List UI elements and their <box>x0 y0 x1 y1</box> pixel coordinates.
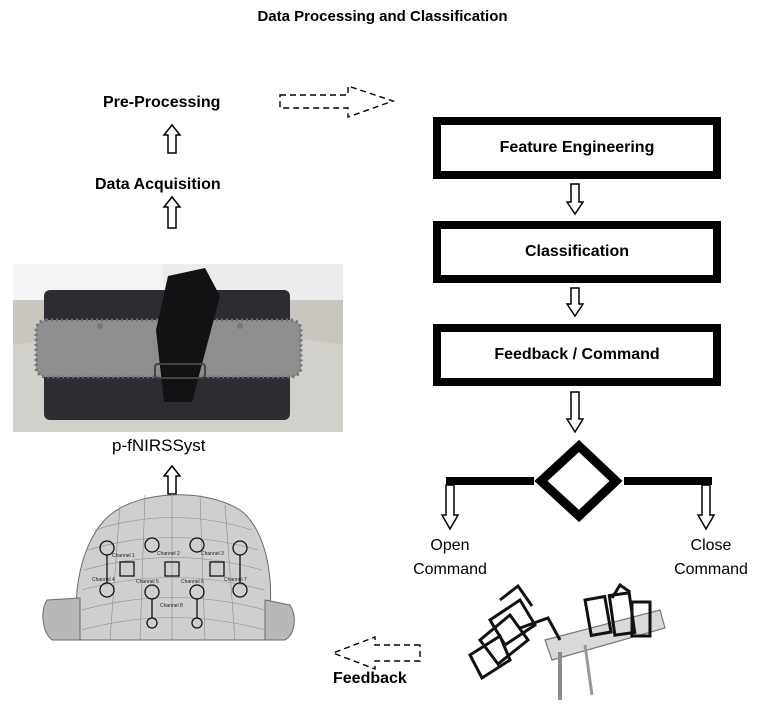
orthosis-illustration <box>468 582 666 700</box>
head-channel-label-8: Channel 8 <box>160 603 183 609</box>
head-illustration: Channel 1 Channel 2 Channel 3 Channel 4 … <box>42 492 295 641</box>
feedback-label: Feedback <box>333 670 407 687</box>
device-label: p-fNIRSSyst <box>112 436 206 455</box>
feedback-command-label: Feedback / Command <box>494 346 660 363</box>
head-channel-label-3: Channel 3 <box>201 551 224 557</box>
open-command-line1: Open <box>430 537 470 554</box>
head-channel-label-7: Channel 7 <box>224 577 247 583</box>
arrow-down-to-feedback <box>565 287 585 318</box>
feedback-command-box: Feedback / Command <box>433 324 721 386</box>
head-channel-label-2: Channel 2 <box>157 551 180 557</box>
data-acquisition-label: Data Acquisition <box>95 176 221 193</box>
head-channel-label-4: Channel 4 <box>92 577 115 583</box>
arrow-down-open <box>440 484 460 531</box>
dashed-arrow-left <box>331 635 421 671</box>
classification-box: Classification <box>433 221 721 283</box>
arrow-up-to-acquisition <box>162 195 182 229</box>
open-command-line2: Command <box>413 561 487 578</box>
dashed-arrow-right <box>279 85 396 118</box>
arrow-up-to-device <box>162 464 182 495</box>
close-command-line1: Close <box>690 537 732 554</box>
open-command-label: Open Command <box>405 534 495 582</box>
head-channel-label-5: Channel 5 <box>136 579 159 585</box>
feature-engineering-label: Feature Engineering <box>499 139 655 156</box>
head-channel-label-6: Channel 6 <box>181 579 204 585</box>
arrow-up-to-preprocessing <box>162 123 182 154</box>
feature-engineering-box: Feature Engineering <box>433 117 721 179</box>
diagram-title: Data Processing and Classification <box>257 8 508 25</box>
arrow-down-to-decision <box>565 391 585 434</box>
arrow-down-close <box>696 484 716 531</box>
device-photo <box>13 264 343 432</box>
arrow-down-to-classification <box>565 183 585 216</box>
pre-processing-label: Pre-Processing <box>103 94 221 111</box>
close-command-line2: Command <box>674 561 748 578</box>
close-command-label: Close Command <box>665 534 757 582</box>
head-channel-label-1: Channel 1 <box>112 553 135 559</box>
classification-label: Classification <box>524 243 630 260</box>
decision-diamond <box>534 439 623 523</box>
